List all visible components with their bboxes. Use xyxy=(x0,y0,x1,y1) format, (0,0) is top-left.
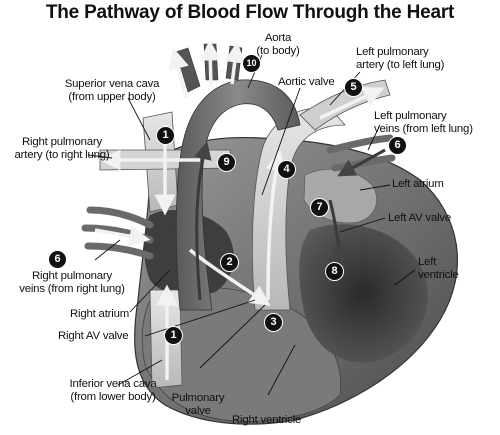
label-right-ventricle: Right ventricle xyxy=(232,414,302,426)
page-title: The Pathway of Blood Flow Through the He… xyxy=(45,2,455,23)
marker-7: 7 xyxy=(310,198,329,217)
leader-left-pulm-veins xyxy=(367,124,381,151)
marker-5: 5 xyxy=(344,78,363,97)
leader-ivc xyxy=(117,359,163,386)
flow-arrow-lpv xyxy=(337,148,386,177)
leader-pulmonary-valve xyxy=(199,304,266,369)
label-inferior-vena-cava: Inferior vena cava(from lower body) xyxy=(69,378,157,403)
flow-arrow-lv-aorta xyxy=(194,141,212,301)
leader-right-av-valve xyxy=(144,299,256,337)
leader-aortic-valve xyxy=(261,87,301,196)
label-left-atrium: Left atrium xyxy=(392,178,444,190)
marker-1-bottom: 1 xyxy=(164,326,183,345)
marker-8: 8 xyxy=(325,262,344,281)
leader-left-av-valve xyxy=(339,217,386,233)
flow-arrow-aorta-up2 xyxy=(199,39,221,87)
label-right-atrium: Right atrium xyxy=(70,308,130,320)
marker-6-right: 6 xyxy=(388,136,407,155)
flow-arrow-aorta-up1 xyxy=(168,47,189,99)
leader-left-ventricle xyxy=(394,269,416,286)
marker-1-top: 1 xyxy=(156,126,175,145)
marker-9: 9 xyxy=(217,153,236,172)
right-pulmonary-vein-3 xyxy=(84,242,154,260)
flow-arrow-rpv xyxy=(94,225,151,247)
label-aortic-valve: Aortic valve xyxy=(278,76,335,88)
label-superior-vena-cava: Superior vena cava(from upper body) xyxy=(64,78,160,103)
flow-arrow-la-lv xyxy=(328,199,348,264)
marker-3: 3 xyxy=(264,313,283,332)
leader-right-pulm-artery xyxy=(87,154,113,159)
aorta-arch xyxy=(175,79,301,311)
marker-10: 10 xyxy=(242,54,261,73)
leader-right-ventricle xyxy=(267,344,296,396)
right-pulmonary-vein-1 xyxy=(86,206,154,229)
label-left-av-valve: Left AV valve xyxy=(388,212,452,224)
leader-svc xyxy=(127,97,151,141)
left-pulmonary-vein-1 xyxy=(326,134,394,154)
leader-right-pulm-veins xyxy=(94,239,121,261)
leader-right-atrium xyxy=(129,269,171,313)
marker-2: 2 xyxy=(220,253,239,272)
flow-arrow-aorta-up3 xyxy=(224,41,246,85)
marker-4: 4 xyxy=(277,160,296,179)
leader-left-atrium xyxy=(359,184,391,191)
flow-arrow-pulm-left xyxy=(319,86,385,120)
flow-arrow-rv-pulm xyxy=(265,149,287,301)
label-right-av-valve: Right AV valve xyxy=(58,330,129,342)
label-aorta: Aorta(to body) xyxy=(256,32,300,57)
marker-6-left: 6 xyxy=(48,250,67,269)
